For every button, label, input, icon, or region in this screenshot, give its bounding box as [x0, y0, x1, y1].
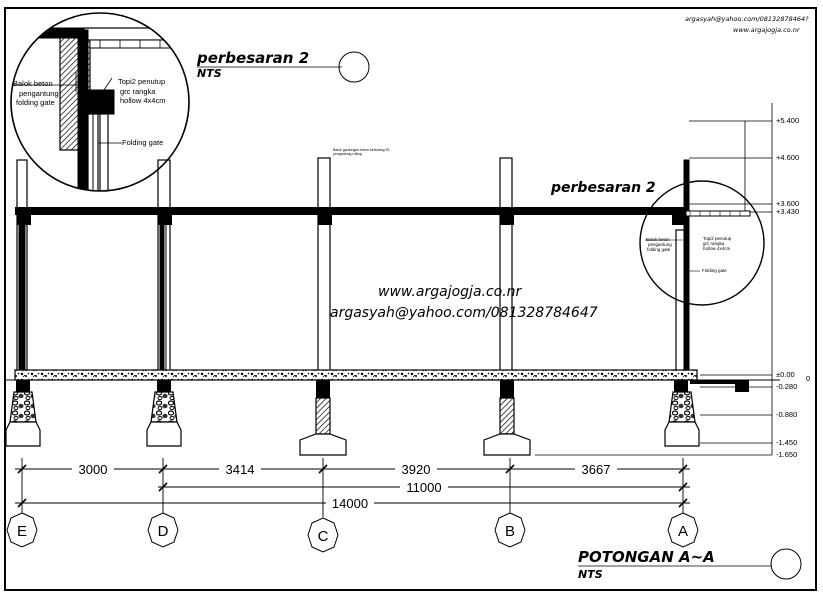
- roof-beam: [15, 207, 687, 215]
- grid-axis-labels: E D C B A: [17, 523, 688, 545]
- small-note-beam-3: folding gate: [647, 247, 671, 252]
- detail-note-beam-3: folding gate: [16, 98, 55, 107]
- level-label: -1.450: [776, 438, 797, 447]
- detail-note-cap-1: Topi2 penutup: [118, 77, 165, 86]
- watermark-email: argasyah@yahoo.com/081328784647: [330, 305, 598, 321]
- detail-scale: NTS: [197, 67, 222, 80]
- dimension-total: 14000: [332, 496, 368, 511]
- grid-axis-label: E: [17, 523, 27, 540]
- small-note-beam-1: Balok beton: [646, 237, 670, 242]
- grid-axis-markers: [6, 512, 699, 553]
- detail-callout: Balok beton pengantung folding gate Topi…: [639, 180, 765, 306]
- section-title-marker: [770, 548, 802, 580]
- sloof: [16, 380, 688, 398]
- level-labels: +5.400 +4.600 +3.600 +3.430 ±0.00 -0.280…: [776, 116, 810, 459]
- small-note-cap-1: Topi2 penutup: [703, 236, 732, 241]
- level-label: -1.650: [776, 450, 797, 459]
- small-top-note-1: Balok gantungan beton bertulang 30: [333, 148, 389, 152]
- stone-footings: [5, 391, 700, 447]
- grid-axis-label: D: [158, 523, 169, 540]
- small-note-gate: Folding gate: [702, 268, 727, 273]
- detail-note-beam-1: Balok beton: [13, 79, 53, 88]
- canopy: [685, 210, 751, 217]
- grid-axis-label: C: [318, 528, 329, 545]
- drawing-frame: [4, 7, 817, 591]
- small-note-cap-2: grc rangka: [703, 241, 725, 246]
- dimension-span: 3920: [402, 462, 431, 477]
- section-title: POTONGAN A~A: [578, 548, 715, 566]
- level-label: -0.880: [776, 410, 797, 419]
- detail-note-cap-3: hollow 4x4cm: [120, 96, 165, 105]
- detail-note-gate: Folding gate: [122, 138, 163, 147]
- detail-title-marker: [338, 51, 370, 83]
- small-top-note-2: pengantung rolling: [333, 152, 362, 156]
- level-zero-mark: 0: [806, 374, 810, 383]
- dimension-span: 3667: [582, 462, 611, 477]
- dimension-labels: 3000 3414 3920 3667 11000 14000: [72, 461, 617, 511]
- contact-line-2: www.argajogja.co.nr: [733, 26, 801, 34]
- grid-axis-label: A: [678, 523, 688, 540]
- level-label: +5.400: [776, 116, 799, 125]
- level-label: ±0.00: [776, 370, 795, 379]
- dimension-span: 3414: [226, 462, 255, 477]
- level-label: +3.600: [776, 199, 799, 208]
- detail-note-beam-2: pengantung: [19, 89, 59, 98]
- level-lines: [535, 103, 773, 456]
- level-label: +4.600: [776, 153, 799, 162]
- grid-axis-label: B: [505, 523, 515, 540]
- watermark-url: www.argajogja.co.nr: [378, 284, 523, 300]
- top-small-note: Balok gantungan beton bertulang 30 penga…: [333, 148, 389, 156]
- small-note-cap-3: hollow 4x4cm: [703, 246, 731, 251]
- section-scale: NTS: [578, 568, 603, 581]
- detail-note-cap-2: grc rangka: [120, 87, 156, 96]
- level-label: +3.430: [776, 207, 799, 216]
- detail-callout-label: perbesaran 2: [550, 180, 656, 196]
- small-note-beam-2: pengantung: [648, 242, 672, 247]
- dimension-partial-total: 11000: [406, 480, 441, 495]
- detail-title: perbesaran 2: [196, 49, 309, 67]
- dimension-span: 3000: [79, 462, 108, 477]
- level-label: -0.280: [776, 382, 797, 391]
- floor-slab: [14, 369, 698, 381]
- pad-footings: [299, 397, 531, 456]
- beam-hangers: [17, 215, 686, 225]
- contact-line-1: argasyah@yahoo.com/08132878464?: [685, 15, 809, 23]
